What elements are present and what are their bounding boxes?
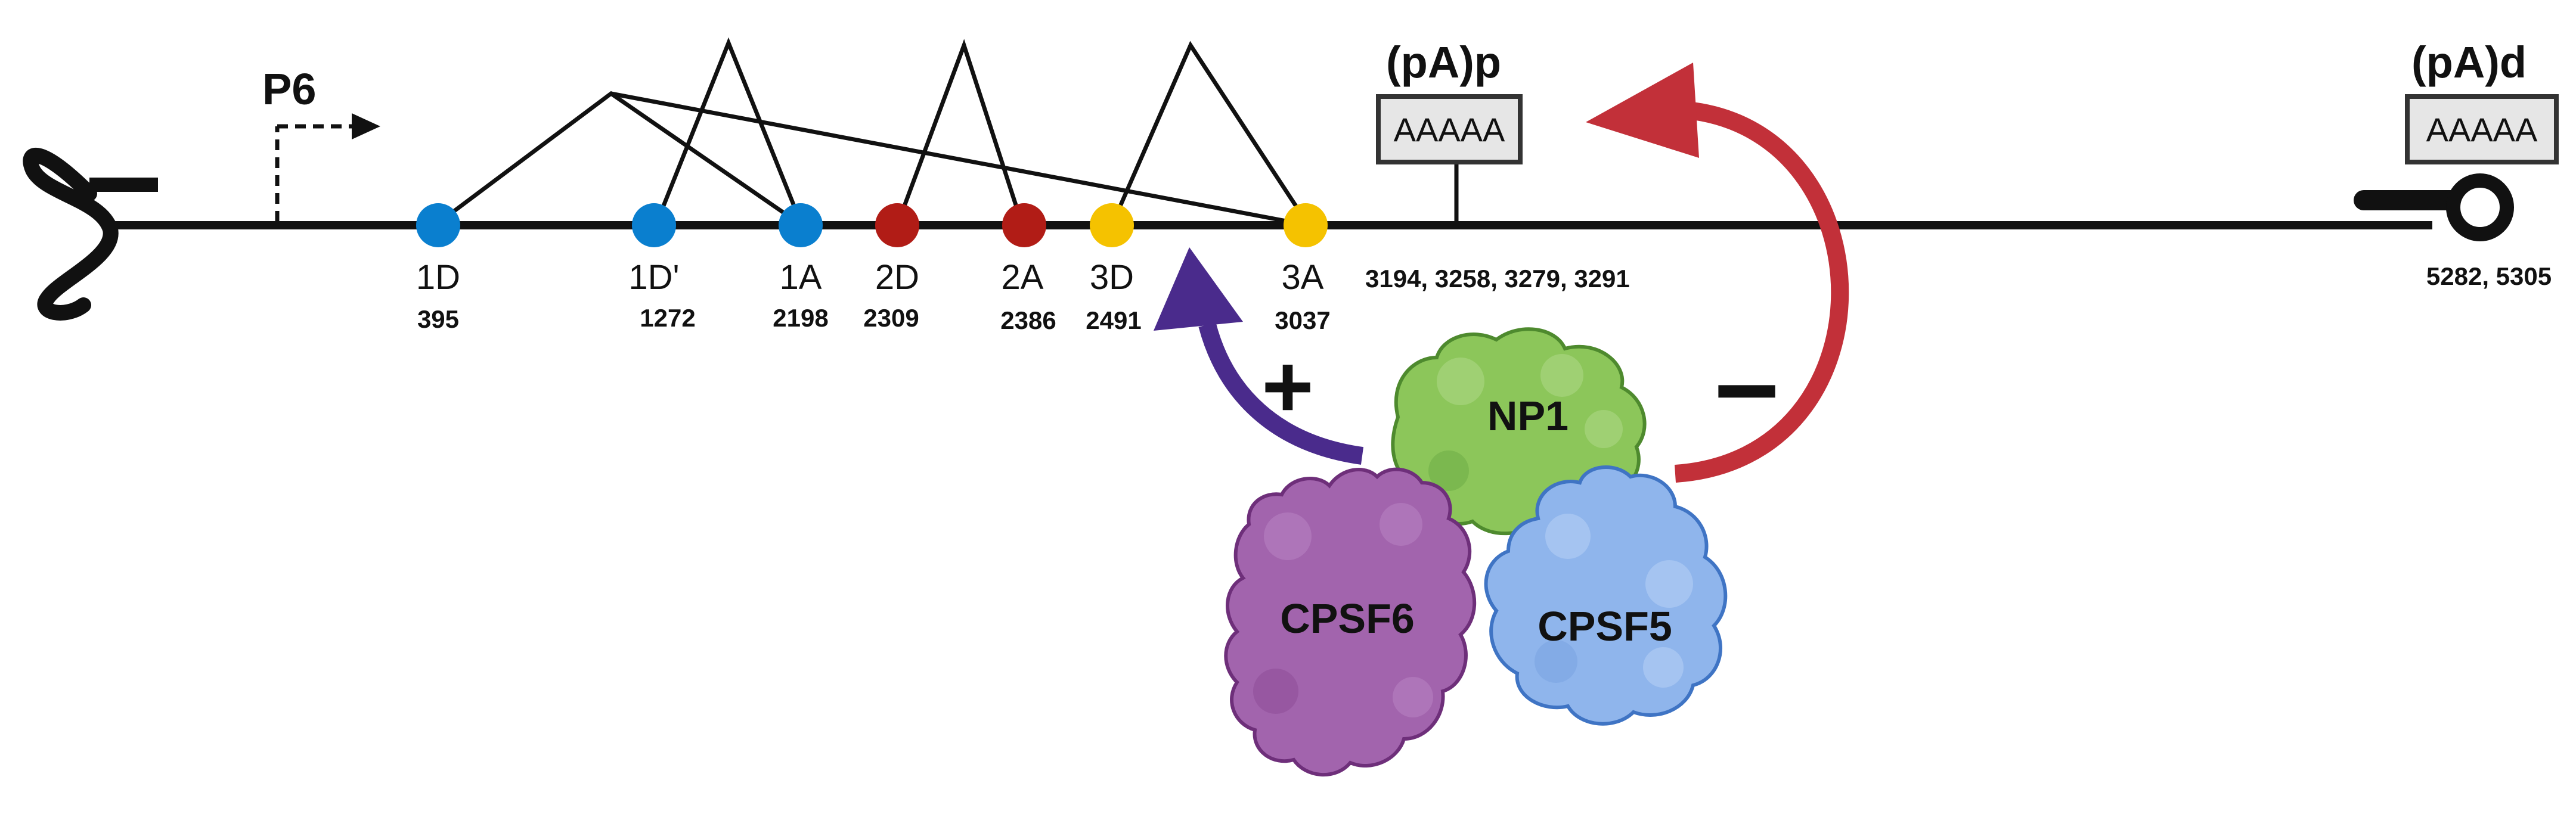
cpsf6-protein-icon: CPSF6 [1224,467,1477,776]
splice-site-position: 1272 [640,304,695,332]
splice-site-label: 2D [875,258,919,297]
splice-site: 2A 2386 [1000,203,1056,334]
splice-sites: 1D 395 1D' 1272 1A 2198 2D 2309 2A 2386 … [416,203,1331,334]
promoter-arrow-icon [352,113,380,139]
left-hairpin-terminus [23,147,158,321]
splice-connections [433,37,1310,228]
splice-site-position: 2491 [1086,306,1141,334]
cpsf6-label: CPSF6 [1280,595,1415,642]
splice-site-marker [1002,203,1046,247]
splice-site-position: 3037 [1275,306,1330,334]
splice-site-label: 3D [1090,258,1134,297]
polya-proximal: AAAAA (pA)p 3194, 3258, 3279, 3291 [1365,38,1630,293]
splice-site: 3A 3037 [1275,203,1331,334]
polya-distal-box: AAAAA [2426,111,2538,148]
polya-distal: AAAAA (pA)d 5282, 5305 [2405,38,2559,290]
right-hairpin-terminus [2354,173,2514,241]
splice-site-position: 2198 [773,304,828,332]
polya-proximal-box: AAAAA [1394,111,1505,148]
positive-sign: + [1261,336,1314,436]
splice-site-label: 3A [1282,258,1324,297]
splice-site: 1A 2198 [773,203,829,332]
cpsf5-label: CPSF5 [1537,603,1672,650]
polya-distal-label: (pA)d [2411,38,2527,87]
negative-arrow-head-icon [1586,63,1699,158]
splice-site-marker [632,203,676,247]
splice-site-position: 395 [417,305,459,333]
np1-label: NP1 [1487,393,1568,439]
splice-site: 3D 2491 [1086,203,1142,334]
positive-arrow-shaft [1198,322,1364,465]
splice-site-label: 1D [416,258,460,297]
splice-site-marker [1284,203,1328,247]
polya-distal-positions: 5282, 5305 [2426,262,2552,290]
negative-arrow-shaft [1674,101,1849,483]
protein-complex: NP1 CPSF5 CPSF6 [1224,327,1728,776]
splice-site: 1D 395 [416,203,460,333]
polya-proximal-positions: 3194, 3258, 3279, 3291 [1365,265,1630,293]
positive-regulation-arrow: + [1154,247,1364,465]
splice-site-marker [779,203,823,247]
splice-site-marker [875,203,919,247]
promoter-label: P6 [262,64,317,114]
promoter-p6: P6 [262,64,380,222]
splice-site-label: 2A [1002,258,1044,297]
splice-site-position: 2386 [1000,306,1056,334]
cpsf5-protein-icon: CPSF5 [1484,465,1728,726]
splice-site: 2D 2309 [863,203,919,332]
negative-regulation-arrow: − [1586,63,1849,483]
positive-arrow-head-icon [1154,247,1243,331]
polya-proximal-label: (pA)p [1386,38,1501,87]
splice-site: 1D' 1272 [628,203,696,332]
splice-site-label: 1A [780,258,822,297]
splice-site-label: 1D' [628,258,679,297]
negative-sign: − [1714,327,1780,453]
splice-site-marker [1090,203,1134,247]
splice-site-marker [416,203,460,247]
splice-site-position: 2309 [863,304,919,332]
